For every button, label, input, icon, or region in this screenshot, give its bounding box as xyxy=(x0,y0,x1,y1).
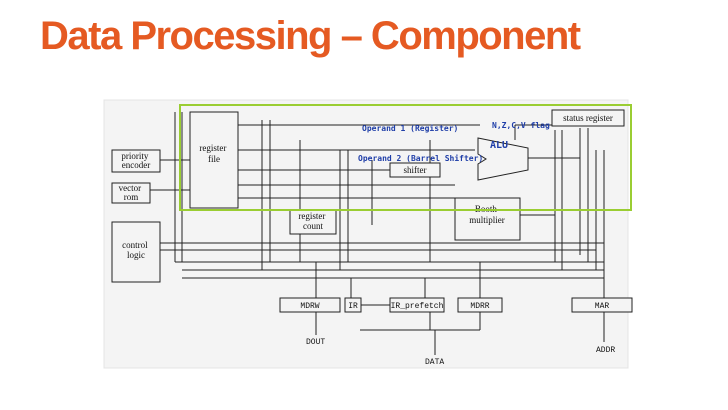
shifter-label: shifter xyxy=(404,165,427,175)
data-label: DATA xyxy=(425,358,444,367)
mdrw-block xyxy=(279,297,341,313)
vector-rom-label: vector rom xyxy=(119,183,144,202)
operand1-annotation: Operand 1 (Register) xyxy=(362,123,458,133)
slide-title: Data Processing – Component xyxy=(40,14,581,58)
addr-label: ADDR xyxy=(596,346,615,355)
status-register-block xyxy=(551,109,625,127)
status-register-label: status register xyxy=(563,113,613,123)
wiring xyxy=(150,112,605,355)
register-file-block xyxy=(189,111,239,209)
mar-block xyxy=(571,297,633,313)
mdrw-label: MDRW xyxy=(300,302,319,311)
priority-encoder-label: priority encoder xyxy=(121,151,150,170)
mdrr-label: MDRR xyxy=(470,302,489,311)
vector-rom-block xyxy=(111,182,151,204)
shifter-block xyxy=(389,162,441,178)
highlight-box xyxy=(179,104,632,211)
control-logic-label: control logic xyxy=(122,240,150,260)
control-logic-block xyxy=(111,221,161,283)
diagram-background xyxy=(103,99,629,369)
alu-annotation: ALU xyxy=(490,140,508,151)
dout-label: DOUT xyxy=(306,338,325,347)
ir-prefetch-label: IR_prefetch xyxy=(391,302,444,311)
mdrr-block xyxy=(457,297,503,313)
booth-multiplier-block xyxy=(454,197,521,241)
ir-prefetch-block xyxy=(389,297,445,313)
operand2-annotation: Operand 2 (Barrel Shifter) xyxy=(358,153,483,163)
mar-label: MAR xyxy=(595,302,610,311)
register-file-label: register file xyxy=(199,143,228,164)
flags-annotation: N,Z,C,V flag xyxy=(492,121,550,130)
ir-block xyxy=(344,297,362,313)
priority-encoder-block xyxy=(111,149,161,173)
register-count-label: register count xyxy=(298,211,327,231)
ir-label: IR xyxy=(348,302,358,311)
